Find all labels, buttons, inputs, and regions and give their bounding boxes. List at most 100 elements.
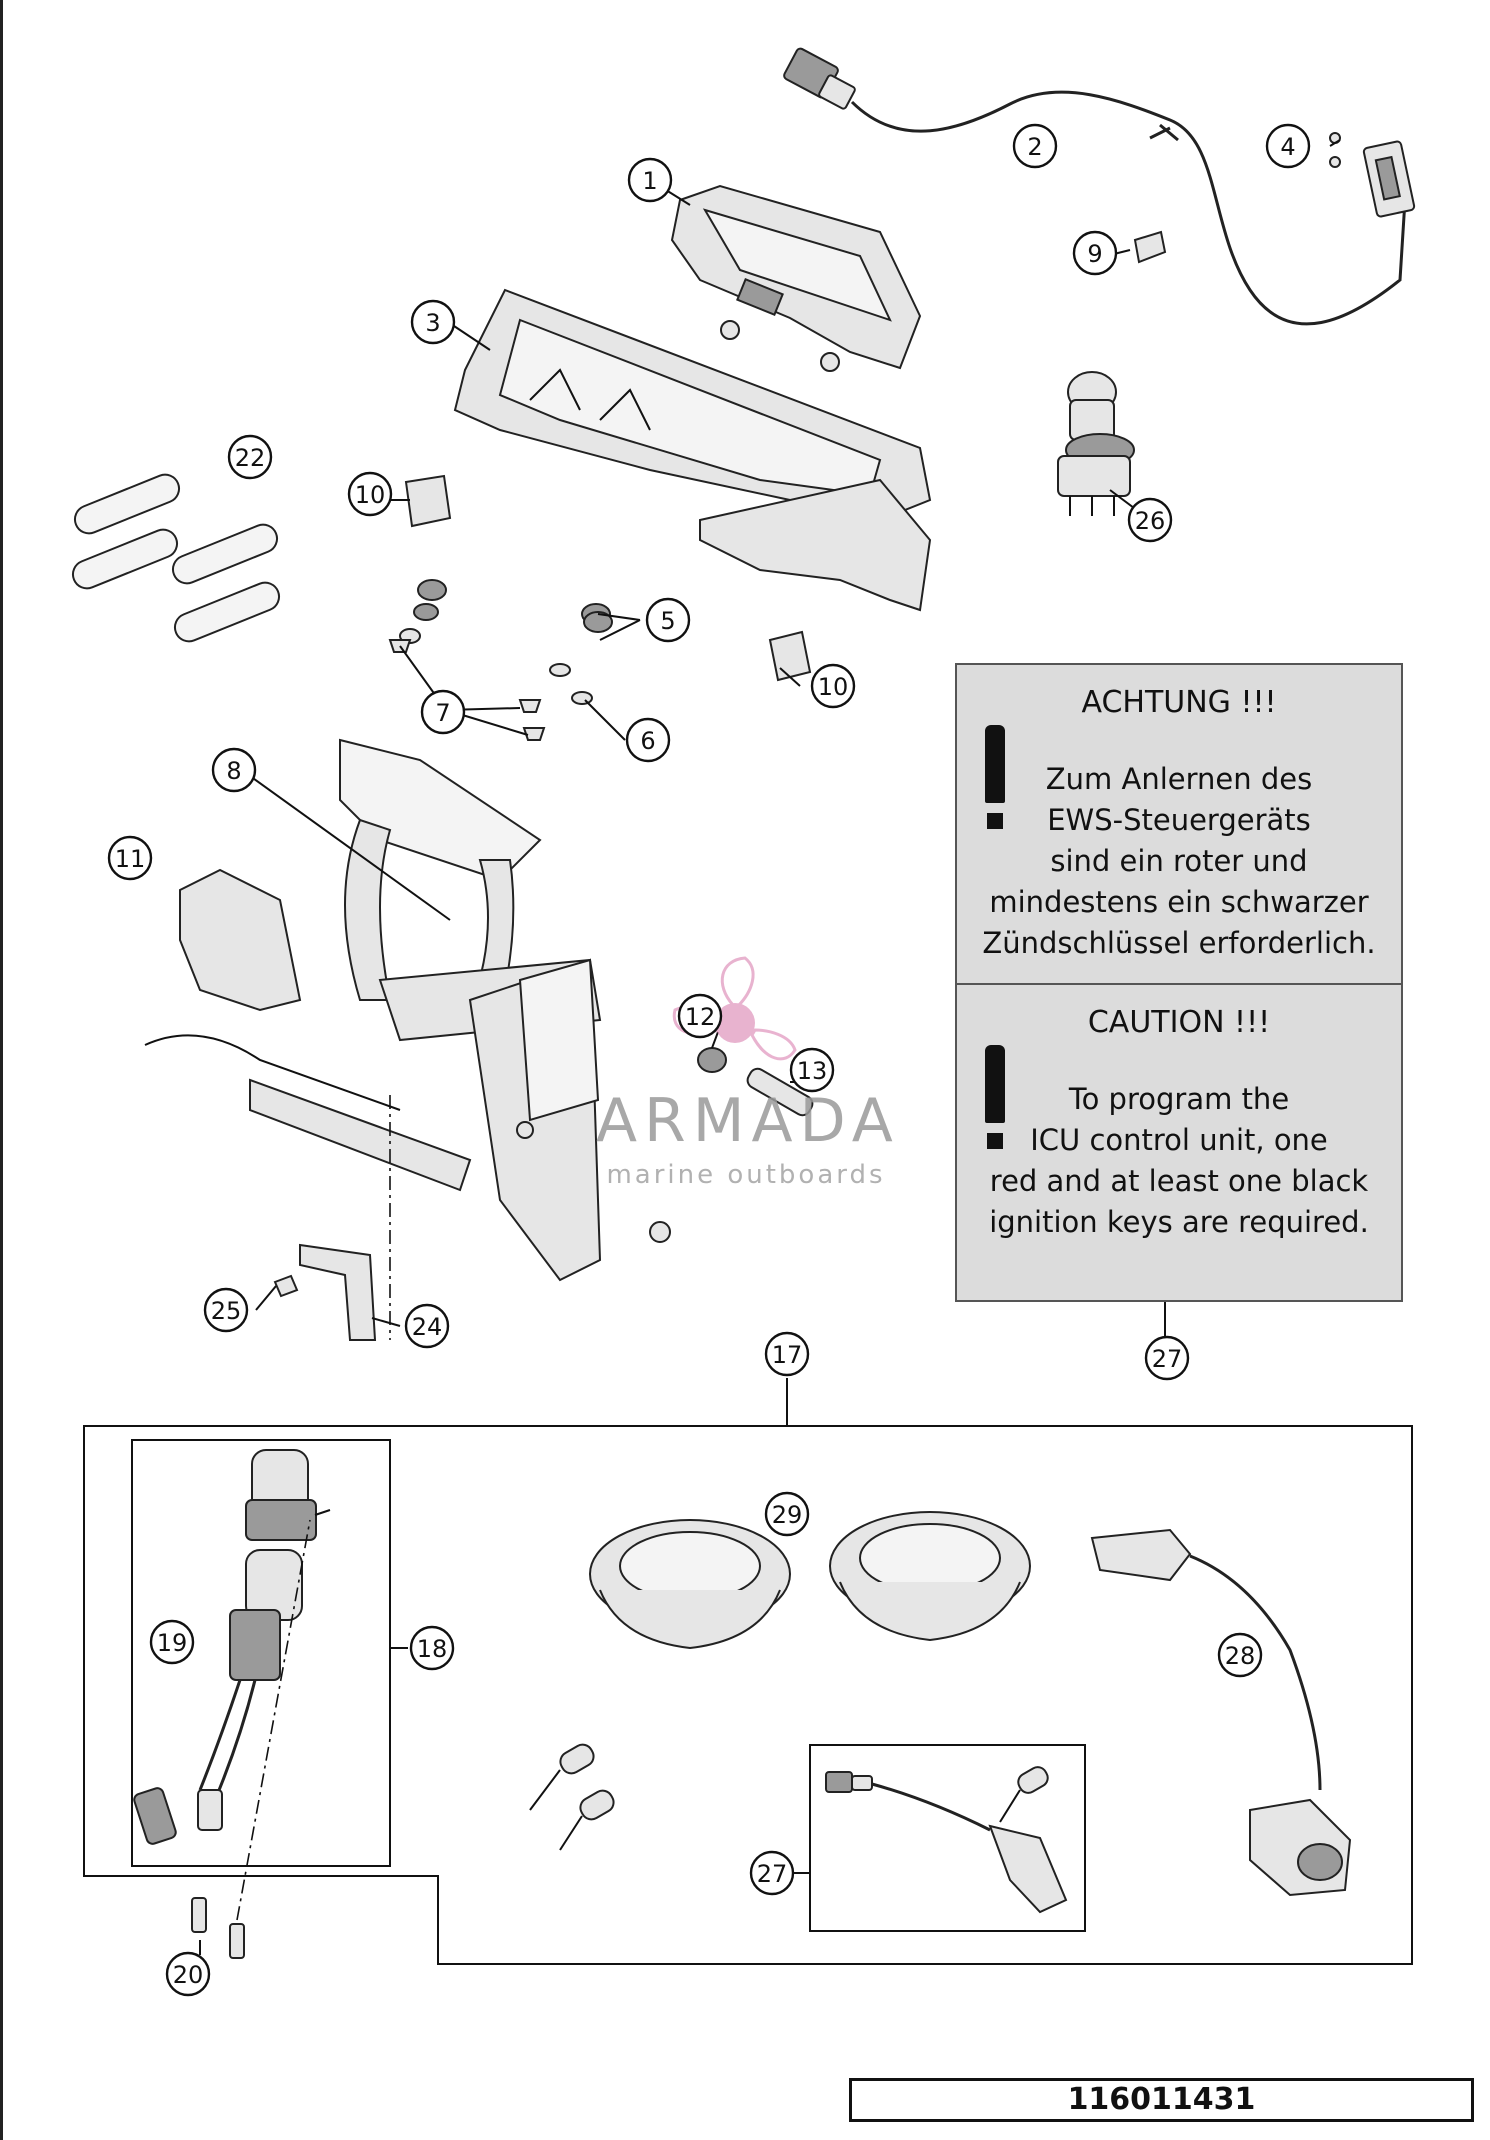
- notice-german-line: EWS-Steuergeräts: [1047, 803, 1311, 837]
- callout-22: 22: [227, 434, 273, 480]
- instrument-cluster: [670, 184, 922, 372]
- shear-bolts: [191, 1519, 311, 1959]
- callout-13: 13: [789, 1047, 835, 1093]
- callout-20: 20: [165, 1951, 211, 1997]
- bracket-screw: [273, 1274, 299, 1298]
- callout-number: 3: [425, 309, 440, 337]
- notice-english-line: red and at least one black: [989, 1164, 1369, 1198]
- callout-number: 27: [757, 1860, 788, 1888]
- document-number: 116011431: [849, 2078, 1474, 2122]
- callout-number: 12: [685, 1003, 716, 1031]
- callout-circle: [625, 717, 671, 763]
- callout-5: 5: [645, 597, 691, 643]
- callout-29: 29: [764, 1491, 810, 1537]
- watermark-tagline: marine outboards: [606, 1160, 886, 1190]
- notice-german-line: Zündschlüssel erforderlich.: [982, 926, 1376, 960]
- callout-number: 10: [818, 673, 849, 701]
- callout-circle: [410, 299, 456, 345]
- notice-english-body: To program the ICU control unit, one red…: [957, 1079, 1401, 1243]
- callout-number: 10: [355, 481, 386, 509]
- callout-circle: [627, 157, 673, 203]
- notice-german-title: ACHTUNG !!!: [1081, 685, 1277, 720]
- watermark-brand: ARMADA: [596, 1086, 900, 1156]
- callout-10: 10: [810, 663, 856, 709]
- mounting-hardware: [388, 579, 613, 741]
- speed-nut-upper: [404, 474, 452, 528]
- callout-17: 17: [764, 1331, 810, 1377]
- callout-number: 9: [1087, 240, 1102, 268]
- callout-circle: [1012, 123, 1058, 169]
- speed-nut-lower: [768, 630, 812, 682]
- callout-circle: [764, 1491, 810, 1537]
- callout-layer: 1234567891010111213171819202224252627272…: [107, 123, 1311, 1997]
- callout-number: 20: [173, 1961, 204, 1989]
- callout-circle: [165, 1951, 211, 1997]
- callout-number: 7: [435, 699, 450, 727]
- callout-number: 8: [226, 757, 241, 785]
- callout-26: 26: [1127, 497, 1173, 543]
- callout-number: 4: [1280, 133, 1295, 161]
- exclamation-icon: [985, 1045, 1005, 1123]
- callout-circle: [645, 597, 691, 643]
- callout-2: 2: [1012, 123, 1058, 169]
- notice-english: CAUTION !!! To program the ICU control u…: [955, 985, 1403, 1302]
- callout-27: 27: [1144, 1335, 1190, 1381]
- callout-circle: [227, 434, 273, 480]
- callout-circle: [203, 1287, 249, 1333]
- spacer-tubes: [71, 473, 281, 643]
- callout-3: 3: [410, 299, 456, 345]
- ignition-keys: [529, 1743, 1049, 1851]
- callout-number: 6: [640, 727, 655, 755]
- callout-circle: [764, 1331, 810, 1377]
- callout-circle: [677, 993, 723, 1039]
- ignition-lock: [133, 1449, 331, 1845]
- callout-number: 29: [772, 1501, 803, 1529]
- callout-12: 12: [677, 993, 723, 1039]
- callout-number: 13: [797, 1057, 828, 1085]
- callout-circle: [149, 1619, 195, 1665]
- callout-4: 4: [1265, 123, 1311, 169]
- callout-circle: [347, 471, 393, 517]
- callout-25: 25: [203, 1287, 249, 1333]
- callout-circle: [749, 1850, 795, 1896]
- notice-english-title: CAUTION !!!: [1087, 1005, 1271, 1040]
- callout-circle: [107, 835, 153, 881]
- callout-10: 10: [347, 471, 393, 517]
- notice-english-line: To program the: [1068, 1082, 1290, 1116]
- callout-7: 7: [420, 689, 466, 735]
- callout-number: 24: [412, 1313, 443, 1341]
- callout-number: 25: [211, 1297, 242, 1325]
- tank-caps: [589, 1511, 1031, 1650]
- callout-18: 18: [409, 1625, 455, 1671]
- icu-cable-set: [825, 1771, 1068, 1914]
- callout-circle: [404, 1303, 450, 1349]
- bracket: [299, 1243, 377, 1341]
- notice-english-line: ICU control unit, one: [1030, 1123, 1328, 1157]
- callout-circle: [409, 1625, 455, 1671]
- callout-circle: [1127, 497, 1173, 543]
- callout-number: 18: [417, 1635, 448, 1663]
- callout-number: 11: [115, 845, 146, 873]
- callout-circle: [1144, 1335, 1190, 1381]
- notice-german-line: mindestens ein schwarzer: [989, 885, 1369, 919]
- callout-circle: [1072, 230, 1118, 276]
- connector-block: [1329, 132, 1416, 218]
- ignition-set-frame: [83, 1378, 1413, 1965]
- ignition-lock-with-cable: [1090, 1528, 1352, 1897]
- nut: [697, 1047, 727, 1073]
- callout-11: 11: [107, 835, 153, 881]
- notice-german: ACHTUNG !!! Zum Anlernen des EWS-Steuerg…: [955, 663, 1403, 985]
- callout-1: 1: [627, 157, 673, 203]
- notice-german-body: Zum Anlernen des EWS-Steuergeräts sind e…: [957, 759, 1401, 964]
- notice-german-line: sind ein roter und: [1050, 844, 1308, 878]
- page-left-border: [0, 0, 3, 2140]
- callout-24: 24: [404, 1303, 450, 1349]
- callout-number: 5: [660, 607, 675, 635]
- callout-circle: [1265, 123, 1311, 169]
- callout-number: 1: [642, 167, 657, 195]
- callout-6: 6: [625, 717, 671, 763]
- callout-27: 27: [749, 1850, 795, 1896]
- callout-number: 28: [1225, 1642, 1256, 1670]
